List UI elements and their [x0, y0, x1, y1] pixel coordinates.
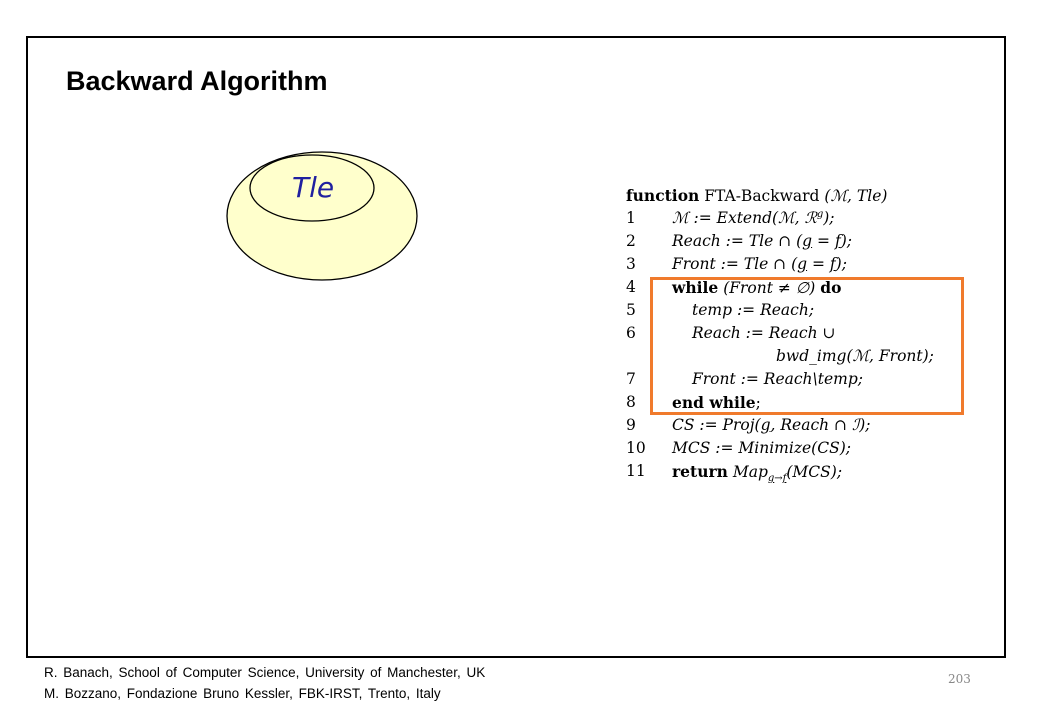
line-number: 9 — [626, 416, 636, 434]
footer-author-1: R. Banach, School of Computer Science, U… — [44, 665, 486, 680]
line-number: 11 — [626, 462, 646, 480]
line-number: 8 — [626, 393, 636, 411]
tle-set-ellipse — [249, 154, 375, 222]
slide-title: Backward Algorithm — [66, 66, 328, 96]
line-number: 10 — [626, 439, 646, 457]
code-text: Reach := Reach ∪ — [692, 324, 836, 342]
code-eq: = — [812, 232, 835, 250]
function-keyword: function — [626, 186, 700, 205]
code-superscript: g — [816, 209, 824, 220]
underlined-g: g — [760, 416, 771, 434]
line-number: 1 — [626, 209, 636, 227]
line-number: 5 — [626, 301, 636, 319]
line-number: 4 — [626, 278, 636, 296]
page-number: 203 — [948, 672, 971, 686]
code-tail: , Reach ∩ ℐ); — [770, 416, 871, 434]
function-args: (ℳ, Tle) — [824, 187, 888, 205]
return-keyword: return — [672, 462, 728, 481]
code-tail: ; — [755, 394, 761, 412]
code-tail: ); — [840, 232, 852, 250]
line-number: 7 — [626, 370, 636, 388]
code-text: Front := Reach\temp; — [692, 370, 863, 388]
subscript-f: f — [782, 473, 787, 484]
while-loop-highlight-box — [650, 277, 964, 415]
code-text: Front := Tle ∩ ( — [672, 255, 798, 273]
code-text: Reach := Tle ∩ ( — [672, 232, 803, 250]
function-name: FTA-Backward — [704, 187, 820, 205]
slide-footer: R. Banach, School of Computer Science, U… — [44, 662, 485, 704]
code-text: temp := Reach; — [692, 301, 815, 319]
tle-label: Tle — [292, 171, 334, 204]
line-number: 6 — [626, 324, 636, 342]
do-keyword: do — [820, 278, 842, 297]
code-text: ℳ := Extend(ℳ, ℛ — [672, 209, 817, 227]
end-while-keyword: end while — [672, 393, 756, 412]
code-text: MCS := Minimize(CS); — [672, 439, 851, 457]
code-tail: (MCS); — [786, 463, 843, 481]
code-text: Map — [727, 463, 768, 481]
subscript-g: g — [767, 473, 775, 484]
line-number: 2 — [626, 232, 636, 250]
underlined-g: g — [797, 255, 808, 273]
footer-author-2: M. Bozzano, Fondazione Bruno Kessler, FB… — [44, 686, 441, 701]
code-text: bwd_img(ℳ, Front); — [776, 347, 934, 365]
code-tail: ); — [823, 209, 835, 227]
code-eq: = — [807, 255, 830, 273]
line-number: 3 — [626, 255, 636, 273]
underlined-g: g — [802, 232, 813, 250]
underlined-f: f — [834, 232, 841, 250]
code-text: (Front ≠ ∅) — [718, 279, 821, 297]
state-set-diagram: Tle — [226, 151, 418, 281]
algorithm-header: function FTA-Backward (ℳ, Tle) — [626, 186, 887, 209]
underlined-f: f — [829, 255, 836, 273]
subscript-arrow: → — [774, 473, 783, 484]
code-text: CS := Proj( — [672, 416, 761, 434]
slide-frame — [26, 36, 1006, 658]
code-tail: ); — [835, 255, 847, 273]
while-keyword: while — [672, 278, 719, 297]
